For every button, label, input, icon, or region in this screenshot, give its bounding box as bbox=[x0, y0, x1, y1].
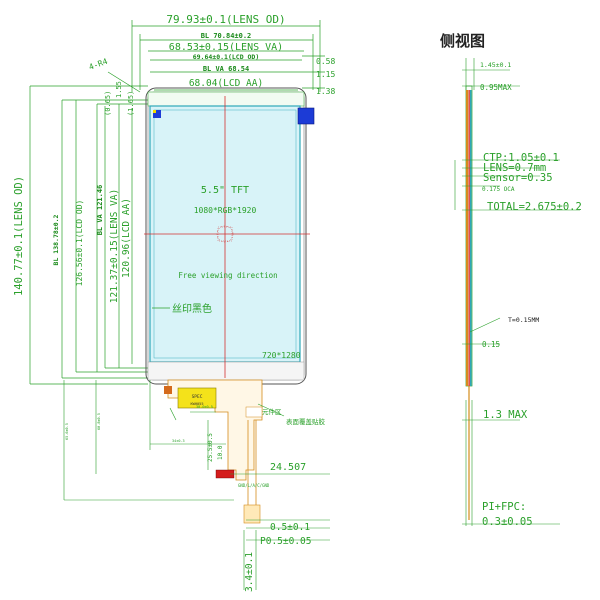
left-dim-165: (1.65) bbox=[127, 91, 135, 116]
right-dim-058: 0.58 bbox=[316, 57, 335, 66]
top-dimension-lines bbox=[131, 20, 325, 92]
silk-black-label: 丝印黑色 bbox=[172, 302, 212, 315]
fpc-dim-3: 34±0.3 bbox=[172, 439, 185, 443]
fpc-pin-pitch: 10.0 bbox=[217, 445, 224, 460]
bl-width: BL 70.84±0.2 bbox=[201, 32, 252, 40]
viewing-direction: Free viewing direction bbox=[178, 271, 277, 280]
sensor-thickness: Sensor=0.35 bbox=[483, 172, 553, 184]
fpc-dim-1: 65.6±0.5 bbox=[65, 423, 69, 440]
lens-va-width: 68.53±0.15(LENS VA) bbox=[169, 42, 283, 53]
corner-leader bbox=[107, 71, 141, 93]
bl-height: BL 138.78±0.2 bbox=[52, 214, 60, 265]
side-layer-orange bbox=[466, 90, 469, 386]
lens-thickness: LENS=0.7mm bbox=[483, 162, 546, 174]
left-dim-065: (0.65) bbox=[104, 91, 112, 116]
connector-label: GND/L/A/C/GND bbox=[238, 483, 270, 488]
fpc-width-1: 0.5±0.1 bbox=[270, 522, 310, 533]
corner-chip-icon bbox=[153, 110, 161, 118]
bottom-ledge bbox=[147, 361, 305, 381]
side-dim-095: 0.95MAX bbox=[480, 83, 512, 92]
component-area-label: 元件区 bbox=[262, 407, 282, 416]
side-dim-145: 1.45±0.1 bbox=[480, 61, 511, 69]
side-layer-red bbox=[468, 90, 470, 386]
adhesive-label: 表面覆盖贴胶 bbox=[286, 417, 326, 426]
side-view: 侧视图 1.45±0.1 0.95MAX CTP:1.0 bbox=[440, 32, 582, 528]
left-dimension-lines bbox=[29, 85, 152, 385]
lcd-od-width: 69.64±0.1(LCD OD) bbox=[193, 53, 260, 61]
tape-value: 0.15 bbox=[482, 340, 500, 349]
side-layer-cyan bbox=[470, 90, 472, 386]
lens-od-width: 79.93±0.1(LENS OD) bbox=[166, 13, 285, 26]
lcd-aa-height: 120.96(LCD AA) bbox=[121, 198, 132, 278]
viewing-angle-box bbox=[217, 226, 233, 242]
driver-ic-label: SPEC bbox=[192, 394, 203, 400]
fpc-dim-5: 25.5±0.5 bbox=[207, 433, 214, 462]
lcd-od-height: 126.56±0.1(LCD OD) bbox=[75, 200, 84, 287]
fpc: SPEC KWH055 bbox=[164, 379, 263, 524]
pi-fpc-value: 0.3±0.05 bbox=[482, 516, 533, 528]
pin1-marker-icon bbox=[297, 107, 315, 125]
ctp-thickness: CTP:1.05±0.1 bbox=[483, 152, 559, 164]
driver-ic-sub: KWH055 bbox=[191, 402, 204, 406]
fpc-length: 24.507 bbox=[270, 462, 306, 473]
bl-va-height: BL VA 121.46 bbox=[96, 185, 104, 236]
oca-thickness: 0.175 OCA bbox=[482, 186, 515, 193]
pi-fpc-label: PI+FPC: bbox=[482, 501, 526, 513]
side-dimension-lines bbox=[454, 58, 580, 526]
left-dim-155: 1.55 bbox=[115, 81, 123, 98]
corner-radius: 4-R4 bbox=[88, 57, 109, 72]
lens-va-height: 121.37±0.15(LENS VA) bbox=[109, 189, 120, 303]
front-view: 79.93±0.1(LENS OD) BL 70.84±0.2 68.53±0.… bbox=[13, 13, 335, 592]
small-resolution: 720*1280 bbox=[262, 351, 301, 360]
top-band bbox=[147, 91, 305, 107]
right-dim-115: 1.15 bbox=[316, 70, 335, 79]
fpc-dimension-lines bbox=[63, 380, 330, 590]
total-thickness: TOTAL=2.675±0.2 bbox=[487, 201, 582, 213]
right-dim-138: 1.38 bbox=[316, 87, 335, 96]
corner-chip-dot bbox=[153, 110, 156, 113]
driver-ic-icon bbox=[177, 387, 217, 409]
panel-resolution: 1080*RGB*1920 bbox=[194, 206, 257, 215]
fpc-dim-4: 30.0±0.5 bbox=[196, 405, 213, 409]
panel-size: 5.5" TFT bbox=[201, 185, 249, 196]
fpc-height: 3.4±0.1 bbox=[244, 552, 255, 592]
bl-va-width: BL VA 68.54 bbox=[203, 65, 249, 73]
fpc-max-height: 1.3 MAX bbox=[483, 409, 528, 421]
fpc-dim-2: 60.8±0.5 bbox=[97, 413, 101, 430]
viewing-angle-icon bbox=[216, 225, 234, 243]
side-view-title: 侧视图 bbox=[440, 32, 485, 50]
fpc-pad-icon bbox=[164, 386, 172, 394]
fpc-width-2: P0.5±0.05 bbox=[260, 536, 311, 547]
lcd-aa-width: 68.04(LCD AA) bbox=[189, 78, 263, 89]
lens-od-height: 140.77±0.1(LENS OD) bbox=[13, 176, 25, 296]
tape-thickness: T=0.15MM bbox=[508, 316, 539, 324]
